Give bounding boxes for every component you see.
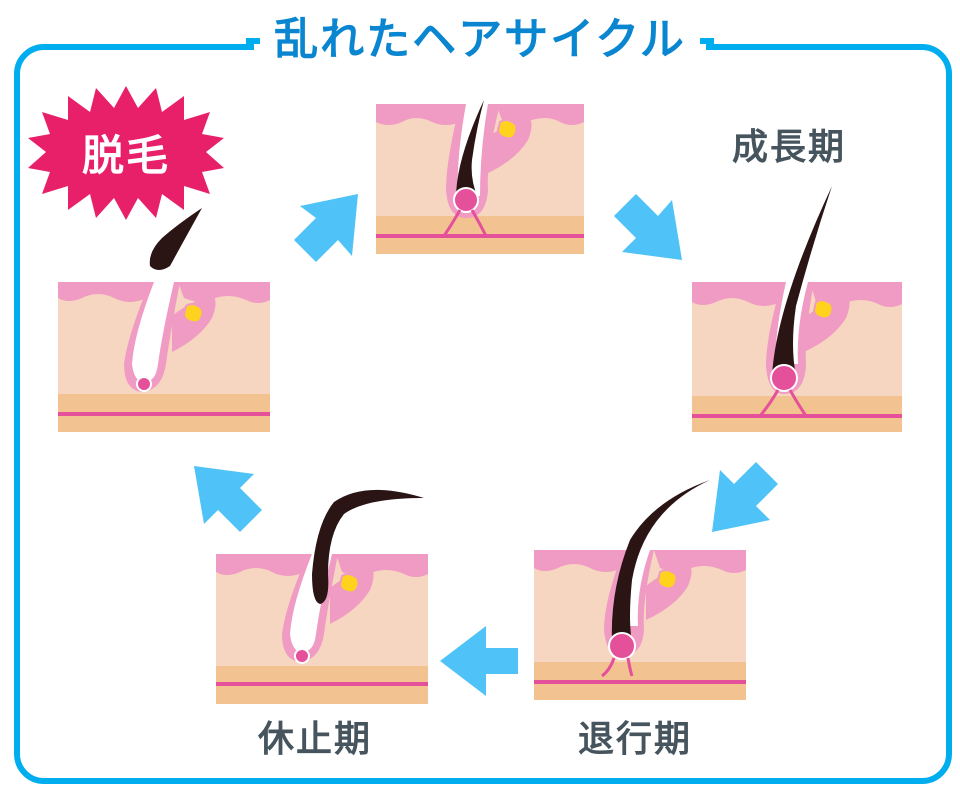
follicle-catagen-icon — [534, 480, 746, 700]
follicle-telogen-icon — [216, 489, 428, 704]
arrow-down-right-icon — [614, 194, 682, 260]
title-wrap: 乱れたヘアサイクル — [0, 8, 960, 72]
stage-telogen — [216, 484, 428, 706]
stage-catagen — [534, 470, 746, 702]
follicle-early-growth-icon — [376, 100, 584, 254]
arrow-down-left-icon — [712, 462, 778, 532]
stage-label-catagen: 退行期 — [578, 719, 693, 760]
stage-label-anagen: 成長期 — [732, 127, 847, 168]
stage-shedding — [58, 204, 270, 434]
page-title: 乱れたヘアサイクル — [246, 8, 714, 72]
follicle-shedding-icon — [58, 208, 270, 432]
stage-early-growth — [376, 100, 584, 256]
stage-label-telogen: 休止期 — [258, 719, 373, 760]
arrow-up-right-icon — [294, 194, 358, 262]
badge-label: 脱毛 — [81, 130, 170, 180]
arrow-left-icon — [440, 626, 518, 696]
stage-anagen — [692, 186, 902, 434]
arrow-up-left-icon — [194, 466, 262, 532]
burst-badge-icon — [28, 86, 224, 220]
follicle-anagen-icon — [692, 186, 902, 432]
